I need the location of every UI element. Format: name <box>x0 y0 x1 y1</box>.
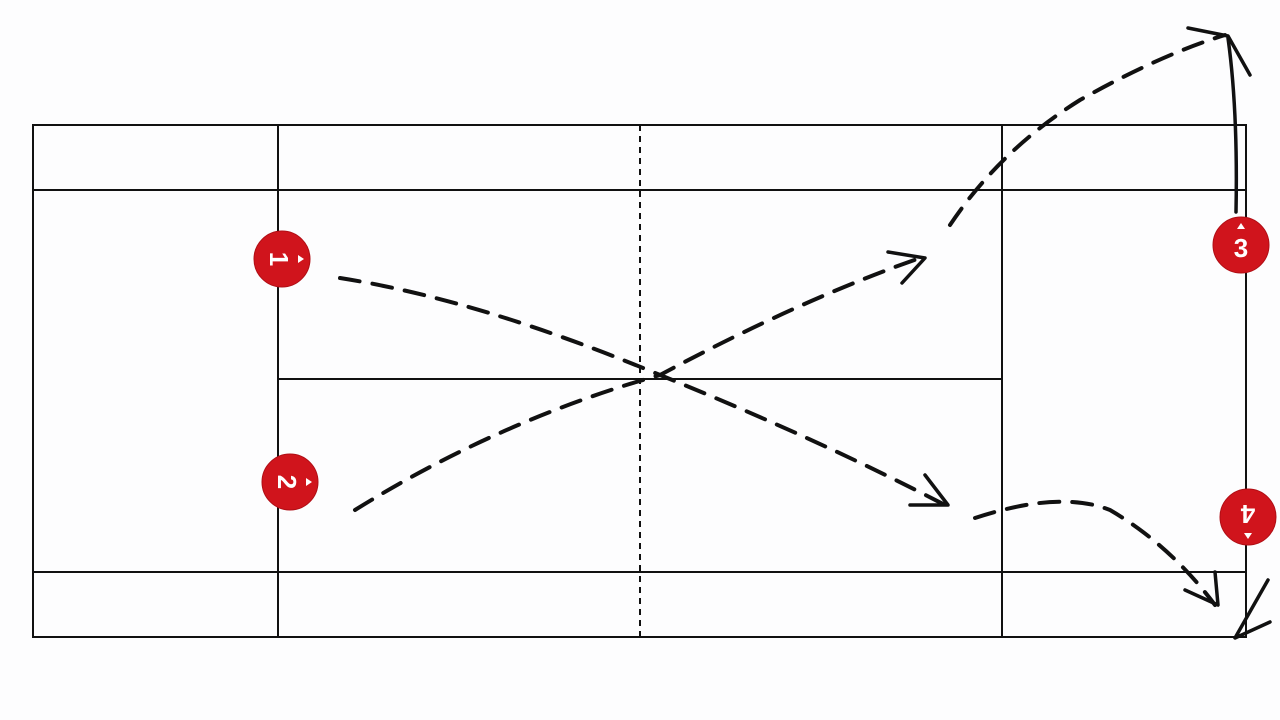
path-player-1 <box>338 276 947 507</box>
facing-indicator-icon <box>1244 533 1252 539</box>
svg-text:4: 4 <box>1240 499 1255 529</box>
arrowhead-icon <box>908 473 950 507</box>
player-2-marker[interactable]: 2 <box>261 453 319 511</box>
arrowhead-icon <box>1183 570 1220 607</box>
arrowhead-icon <box>1233 578 1272 640</box>
arrowhead-icon <box>886 250 927 285</box>
arrowhead-icon <box>1186 26 1252 77</box>
path-player-3-solid <box>1226 36 1239 214</box>
player-1-marker[interactable]: 1 <box>253 230 311 288</box>
path-player-4 <box>973 499 1217 607</box>
svg-text:3: 3 <box>1234 233 1248 263</box>
path-player-2 <box>353 256 922 512</box>
facing-indicator-icon <box>306 478 312 486</box>
player-3-marker[interactable]: 3 <box>1212 216 1270 274</box>
path-player-3-dashed <box>948 33 1227 227</box>
svg-text:2: 2 <box>272 475 302 489</box>
svg-text:1: 1 <box>264 252 294 266</box>
facing-indicator-icon <box>1237 223 1245 229</box>
facing-indicator-icon <box>298 255 304 263</box>
movement-paths <box>338 26 1272 640</box>
player-4-marker[interactable]: 4 <box>1219 488 1277 546</box>
